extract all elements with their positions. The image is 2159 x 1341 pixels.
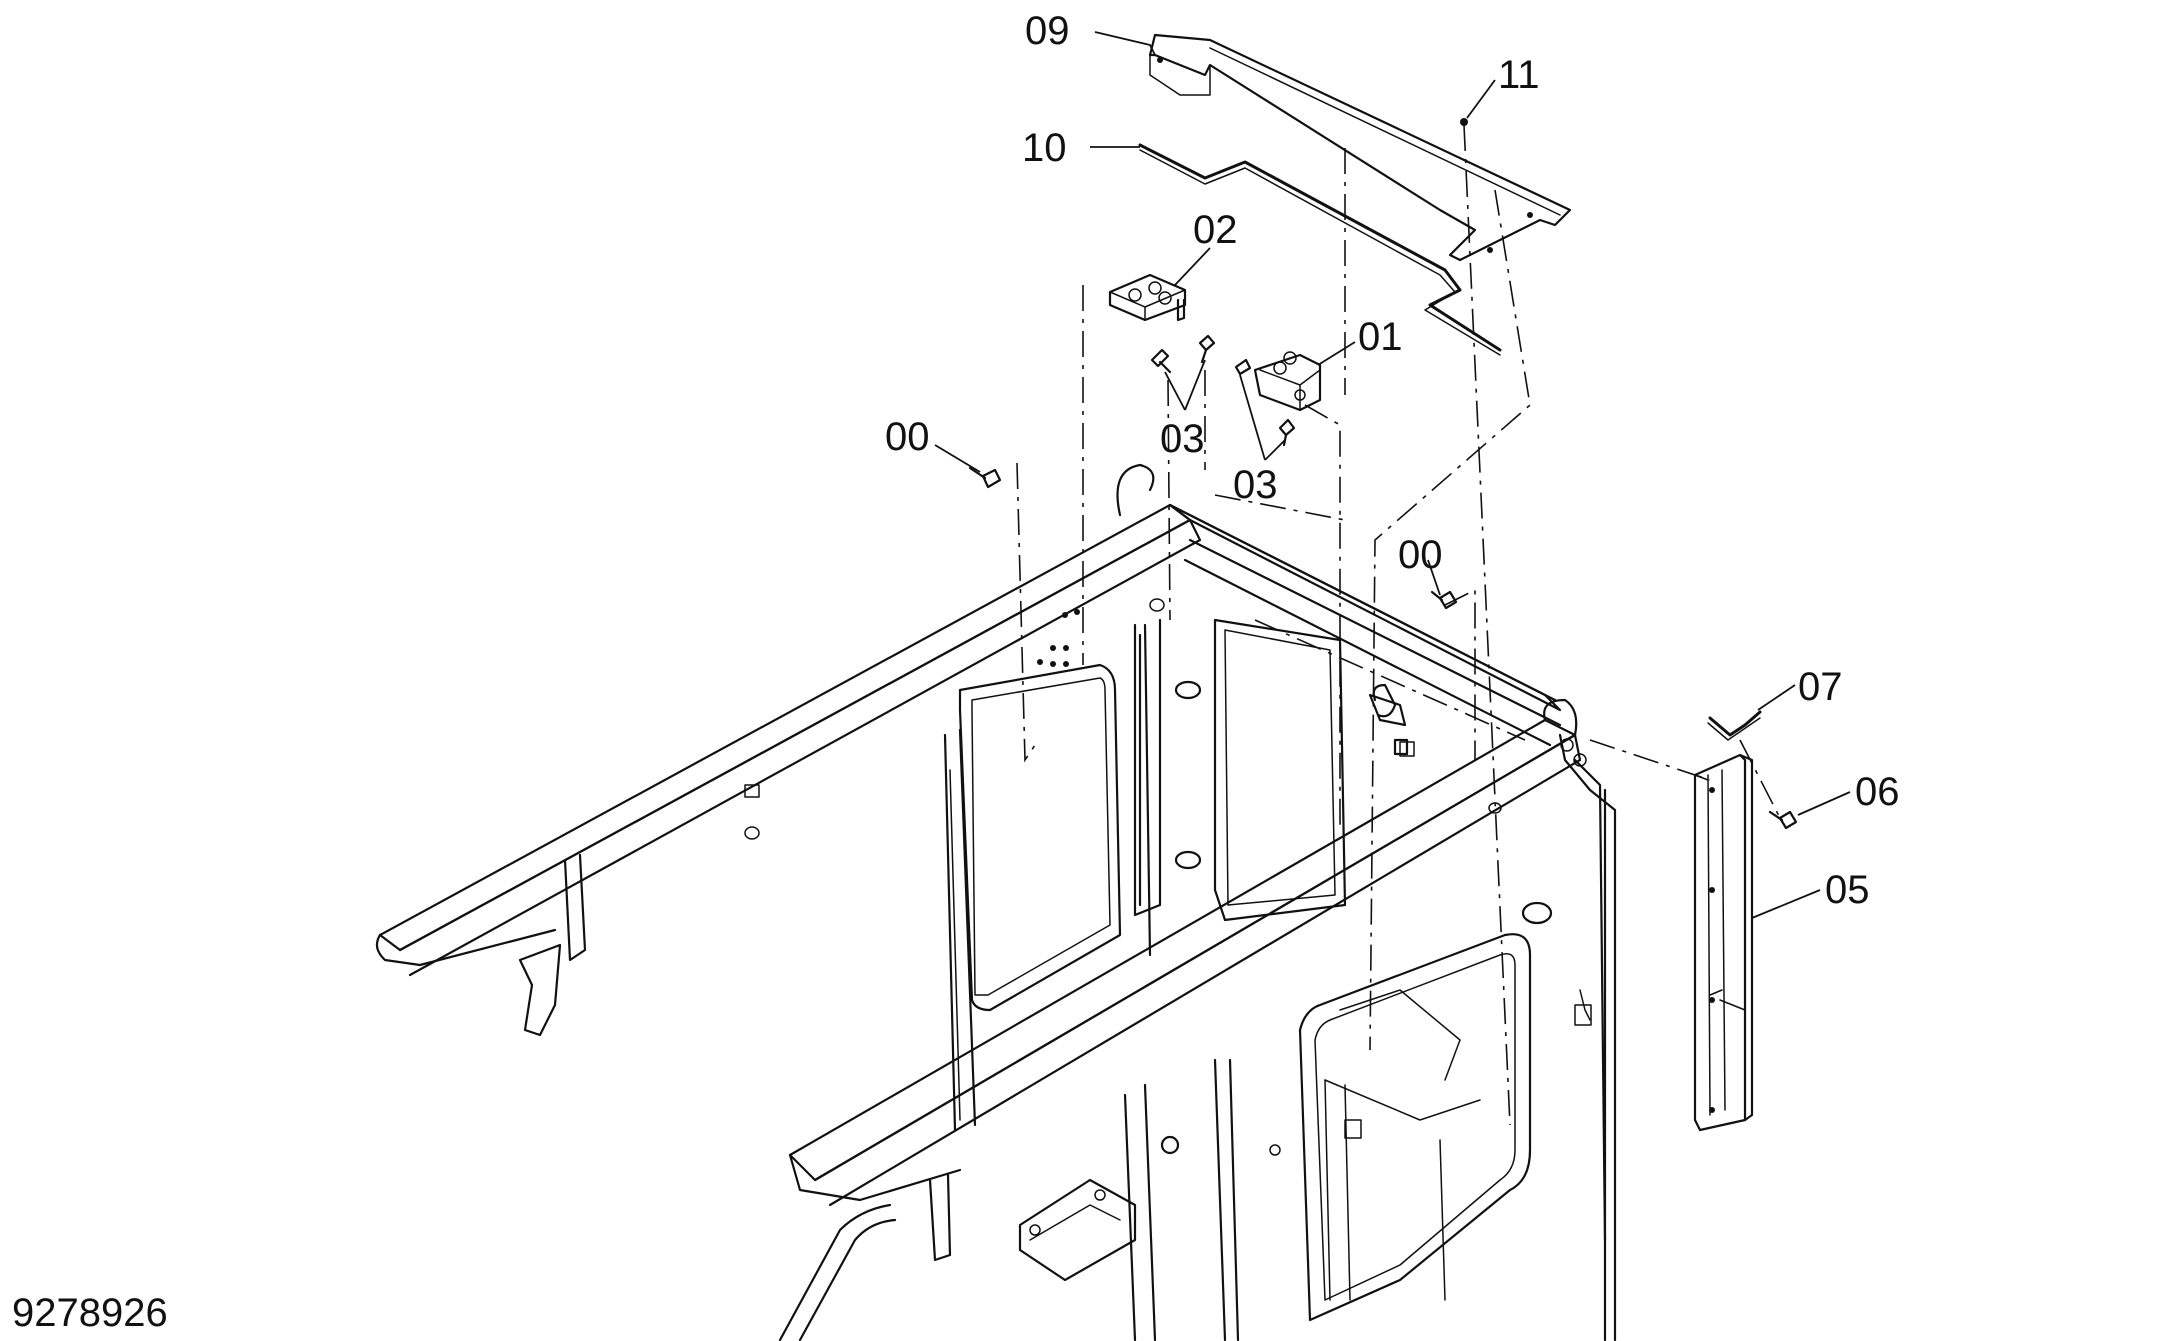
callout-labels: 09 10 11 02 01 03 03 00 00 07 06 05 <box>885 9 1900 912</box>
part-03-screws <box>1150 334 1296 447</box>
part-10-seal-strip <box>1138 143 1502 356</box>
assembly-phantom-lines <box>1016 124 1781 1126</box>
callout-03-left: 03 <box>1160 417 1205 461</box>
part-11-screw <box>1460 118 1468 126</box>
callout-01: 01 <box>1358 315 1403 359</box>
callout-06: 06 <box>1855 770 1900 814</box>
callout-11: 11 <box>1498 53 1540 97</box>
callout-03-right: 03 <box>1233 463 1278 507</box>
callout-07: 07 <box>1798 665 1843 709</box>
part-06-bolt <box>1768 810 1798 830</box>
callout-05: 05 <box>1825 868 1870 912</box>
part-00-bolts <box>968 466 1458 610</box>
part-05-channel <box>1693 753 1754 1132</box>
cab-frame <box>375 463 1617 1341</box>
callout-02: 02 <box>1193 208 1238 252</box>
part-09-cover-plate <box>1148 33 1572 262</box>
callout-leaders <box>934 31 1851 919</box>
callout-00-right: 00 <box>1398 533 1443 577</box>
callout-00-left: 00 <box>885 415 930 459</box>
part-07-pin <box>1707 710 1762 741</box>
part-02-bracket <box>1108 273 1187 322</box>
callout-10: 10 <box>1022 126 1067 170</box>
figure-number: 9278926 <box>12 1291 168 1335</box>
callout-09: 09 <box>1025 9 1070 53</box>
part-01-bracket <box>1253 351 1322 412</box>
